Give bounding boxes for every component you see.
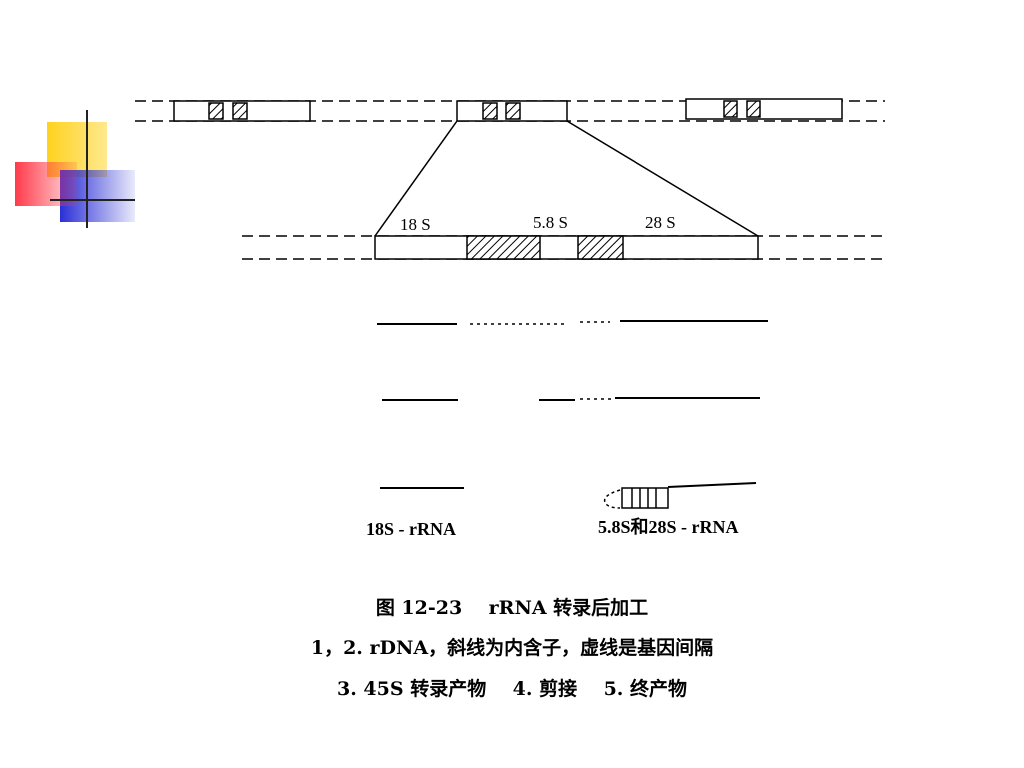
product-label-18s: 18S - rRNA: [366, 519, 456, 539]
end-products: [380, 482, 757, 509]
transcript-45s: [377, 320, 768, 325]
zoom-line-left: [374, 120, 458, 237]
figure-caption-line-2: 1，2. rDNA，斜线为内含子，虚线是基因间隔: [310, 637, 714, 659]
segment-label-5-8s: 5.8 S: [533, 213, 568, 232]
expanded-unit-box: [374, 235, 759, 260]
product-label-5-8s-28s: 5.8S和28S - rRNA: [598, 517, 739, 537]
repeat-unit-2: [456, 100, 568, 122]
segment-label-28s: 28 S: [645, 213, 676, 232]
repeat-unit-3: [685, 98, 843, 120]
hatched-intron-1: [466, 235, 541, 260]
figure-caption-title: 图 12-23 rRNA 转录后加工: [375, 597, 649, 619]
spliced-intermediates: [382, 397, 760, 401]
repeat-unit-1: [173, 100, 311, 122]
zoom-line-right: [566, 120, 759, 237]
decorative-logo: [15, 110, 135, 228]
rdna-repeat-row: [135, 98, 885, 237]
figure-caption-line-3: 3. 45S 转录产物 4. 剪接 5. 终产物: [336, 678, 688, 700]
logo-red-square: [15, 162, 77, 206]
expanded-unit-row: [242, 235, 885, 260]
hatched-intron-2: [577, 235, 624, 260]
segment-label-18s: 18 S: [400, 215, 431, 234]
product-5-8s-28s: [603, 482, 757, 509]
